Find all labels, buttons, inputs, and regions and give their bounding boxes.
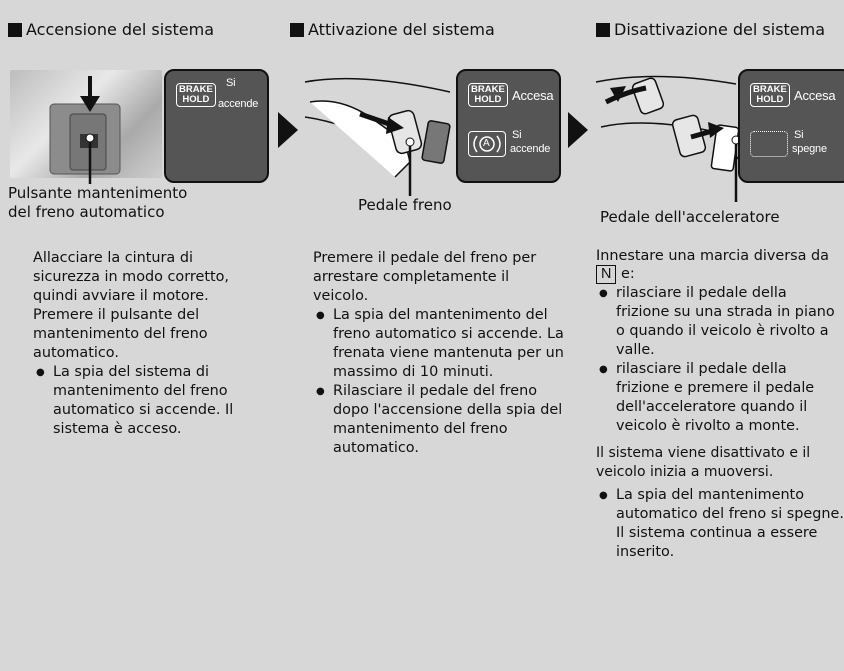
heading-square-icon (290, 22, 304, 37)
section2-body: Premere il pedale del freno per arrestar… (313, 249, 565, 458)
bullet-item: Rilasciare il pedale del freno dopo l'ac… (313, 382, 565, 458)
accelerator-pedal-illustration (595, 75, 742, 202)
auto-hold-indicator: A (468, 131, 506, 157)
button-photo-detail (49, 76, 121, 184)
step-arrow-icon (278, 112, 298, 148)
section2-heading: Attivazione del sistema (290, 20, 495, 39)
bullet-item: La spia del mantenimento automatico del … (596, 486, 844, 562)
step-arrow-icon (568, 112, 588, 148)
heading-square-icon (8, 22, 22, 37)
bullet-item: rilasciare il pedale della frizione e pr… (596, 360, 844, 436)
section1-heading: Accensione del sistema (8, 20, 214, 39)
gear-n-key: N (596, 265, 617, 284)
auto-hold-indicator-off (750, 131, 788, 157)
section1-body: Allacciare la cintura di sicurezza in mo… (33, 249, 263, 439)
section3-heading: Disattivazione del sistema (596, 20, 825, 39)
caption-button-line2: del freno automatico (8, 203, 165, 221)
bullet-item: rilasciare il pedale della frizione su u… (596, 284, 844, 360)
bullet-item: La spia del sistema di mantenimento del … (33, 363, 263, 439)
brake-pedal-illustration (304, 77, 451, 196)
bullet-item: La spia del mantenimento del freno autom… (313, 306, 565, 382)
auto-hold-icon (473, 135, 501, 153)
heading-square-icon (596, 22, 610, 37)
caption-accelerator-pedal: Pedale dell'acceleratore (600, 208, 780, 226)
caption-button: Pulsante mantenimento (8, 184, 188, 202)
caption-brake-pedal: Pedale freno (358, 196, 452, 214)
section3-body: Innestare una marcia diversa da N e: ril… (596, 247, 844, 562)
